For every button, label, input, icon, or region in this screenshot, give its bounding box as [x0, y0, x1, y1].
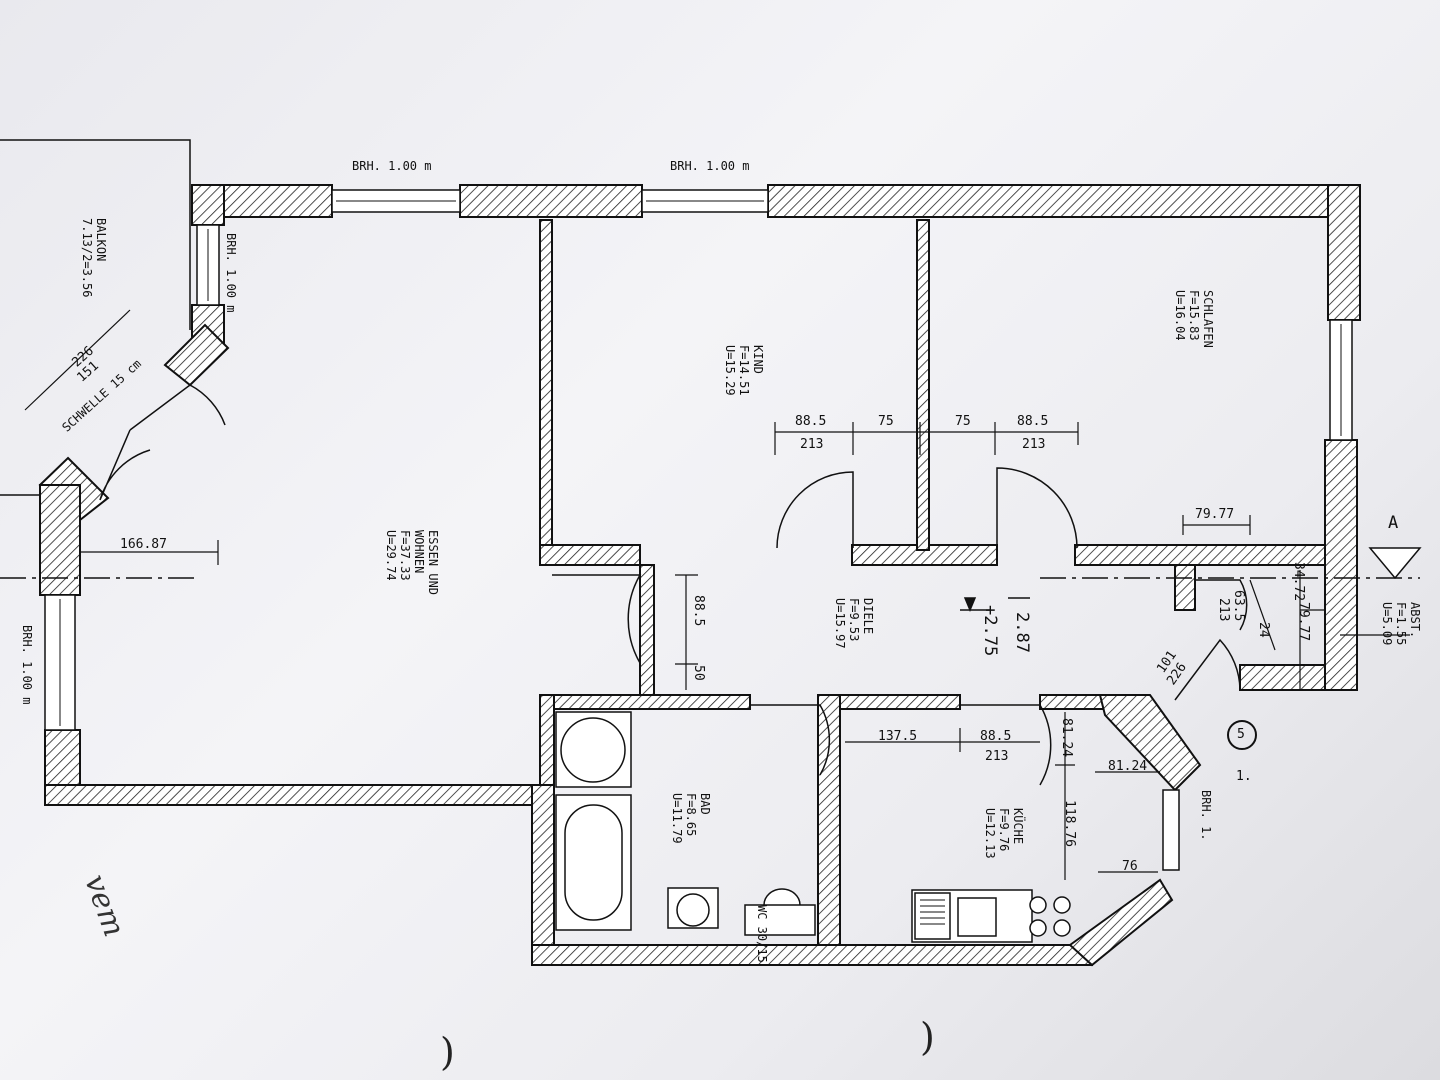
room-area: F=1.55	[1394, 602, 1408, 646]
balcony-outline	[0, 139, 191, 496]
window-label-top-2: BRH. 1.00 m	[670, 159, 750, 173]
dim-34-72: 34.72	[1291, 562, 1306, 602]
room-perimeter: U=16.04	[1173, 290, 1187, 341]
dim-schl-door-h: 213	[1022, 437, 1046, 452]
room-abst: ABST. F=1.55 U=5.09	[1380, 602, 1422, 645]
level-floor: +2.75	[980, 605, 1000, 657]
dim-50: 50	[691, 665, 706, 681]
dim-81-24a: 81.24	[1059, 718, 1074, 758]
window-label-top-1: BRH. 1.00 m	[352, 159, 432, 173]
dim-81-24b: 81.24	[1108, 759, 1148, 774]
window-label-left-upper: BRH. 1.00 m	[224, 233, 238, 313]
room-perimeter: U=11.79	[670, 793, 684, 844]
room-name: SCHLAFEN	[1201, 290, 1215, 348]
dim-79-77b: 79.77	[1296, 602, 1311, 642]
kitchen-counter	[911, 889, 1071, 943]
room-area: F=14.51	[737, 345, 751, 396]
room-name-2: WOHNEN	[412, 530, 426, 574]
dim-76: 76	[1122, 859, 1138, 874]
section-line	[0, 547, 1422, 580]
room-balkon: BALKON 7.13/2=3.56	[80, 218, 108, 297]
room-perimeter: U=12.13	[983, 808, 997, 859]
room-perimeter: U=15.29	[723, 345, 737, 396]
room-essen-wohnen: ESSEN UND WOHNEN F=37.33 U=29.74	[384, 530, 440, 595]
room-area: 7.13/2=3.56	[80, 218, 94, 298]
wc-label: WC 30/15	[755, 905, 769, 963]
room-kind: KIND F=14.51 U=15.29	[723, 345, 765, 396]
dimension-lines	[24, 309, 1410, 880]
window-label-kitchen: BRH. 1.	[1199, 790, 1213, 841]
room-perimeter: U=15.97	[833, 598, 847, 649]
dim-k-door-h: 213	[985, 749, 1009, 764]
door-swings	[99, 384, 1248, 786]
walls	[38, 184, 1361, 967]
window-label-left-lower: BRH. 1.00 m	[20, 625, 34, 705]
circle-number: 5	[1237, 727, 1245, 742]
mark-i: 1.	[1236, 769, 1252, 784]
dim-bad-door-w: 88.5	[691, 595, 706, 627]
dim-k-door-w: 88.5	[980, 729, 1012, 744]
room-area: F=8.65	[684, 793, 698, 837]
dim-24: 24	[1256, 622, 1271, 638]
dim-137-5: 137.5	[878, 729, 918, 744]
dim-166-87: 166.87	[120, 537, 167, 552]
dim-75a: 75	[878, 414, 894, 429]
bathroom-fixtures	[555, 711, 816, 936]
room-name: KIND	[751, 345, 765, 374]
dim-kind-door-h: 213	[800, 437, 824, 452]
dim-79-77a: 79.77	[1195, 507, 1235, 522]
paren-mark-2: )	[920, 1015, 935, 1059]
paren-mark-1: )	[440, 1030, 455, 1074]
sink-lines	[920, 899, 945, 925]
dim-118-76: 118.76	[1062, 800, 1077, 847]
room-area: F=37.33	[398, 530, 412, 581]
room-area: F=9.53	[847, 598, 861, 642]
room-kueche: KÜCHE F=9.76 U=12.13	[983, 808, 1025, 859]
room-perimeter: U=5.09	[1380, 602, 1394, 646]
section-marker: A	[1388, 513, 1399, 533]
dim-75b: 75	[955, 414, 971, 429]
room-name: BAD	[698, 793, 712, 815]
room-name: DIELE	[861, 598, 875, 635]
room-name: BALKON	[94, 218, 108, 262]
room-name: ABST.	[1408, 602, 1422, 639]
dim-kind-door-w: 88.5	[795, 414, 827, 429]
room-bad: BAD F=8.65 U=11.79	[670, 793, 712, 844]
room-diele: DIELE F=9.53 U=15.97	[833, 598, 875, 649]
room-name: KÜCHE	[1011, 808, 1025, 845]
room-area: F=9.76	[997, 808, 1011, 852]
circled-mark	[1227, 720, 1257, 750]
room-name: ESSEN UND	[426, 530, 440, 596]
dim-schl-door-w: 88.5	[1017, 414, 1049, 429]
dim-abst-door-w: 63.5	[1231, 590, 1246, 622]
room-area: F=15.83	[1187, 290, 1201, 341]
dim-abst-door-h: 213	[1216, 598, 1231, 622]
level-top: 2.87	[1012, 612, 1032, 653]
level-marker	[960, 597, 1030, 612]
room-schlafen: SCHLAFEN F=15.83 U=16.04	[1173, 290, 1215, 348]
room-perimeter: U=29.74	[384, 530, 398, 581]
